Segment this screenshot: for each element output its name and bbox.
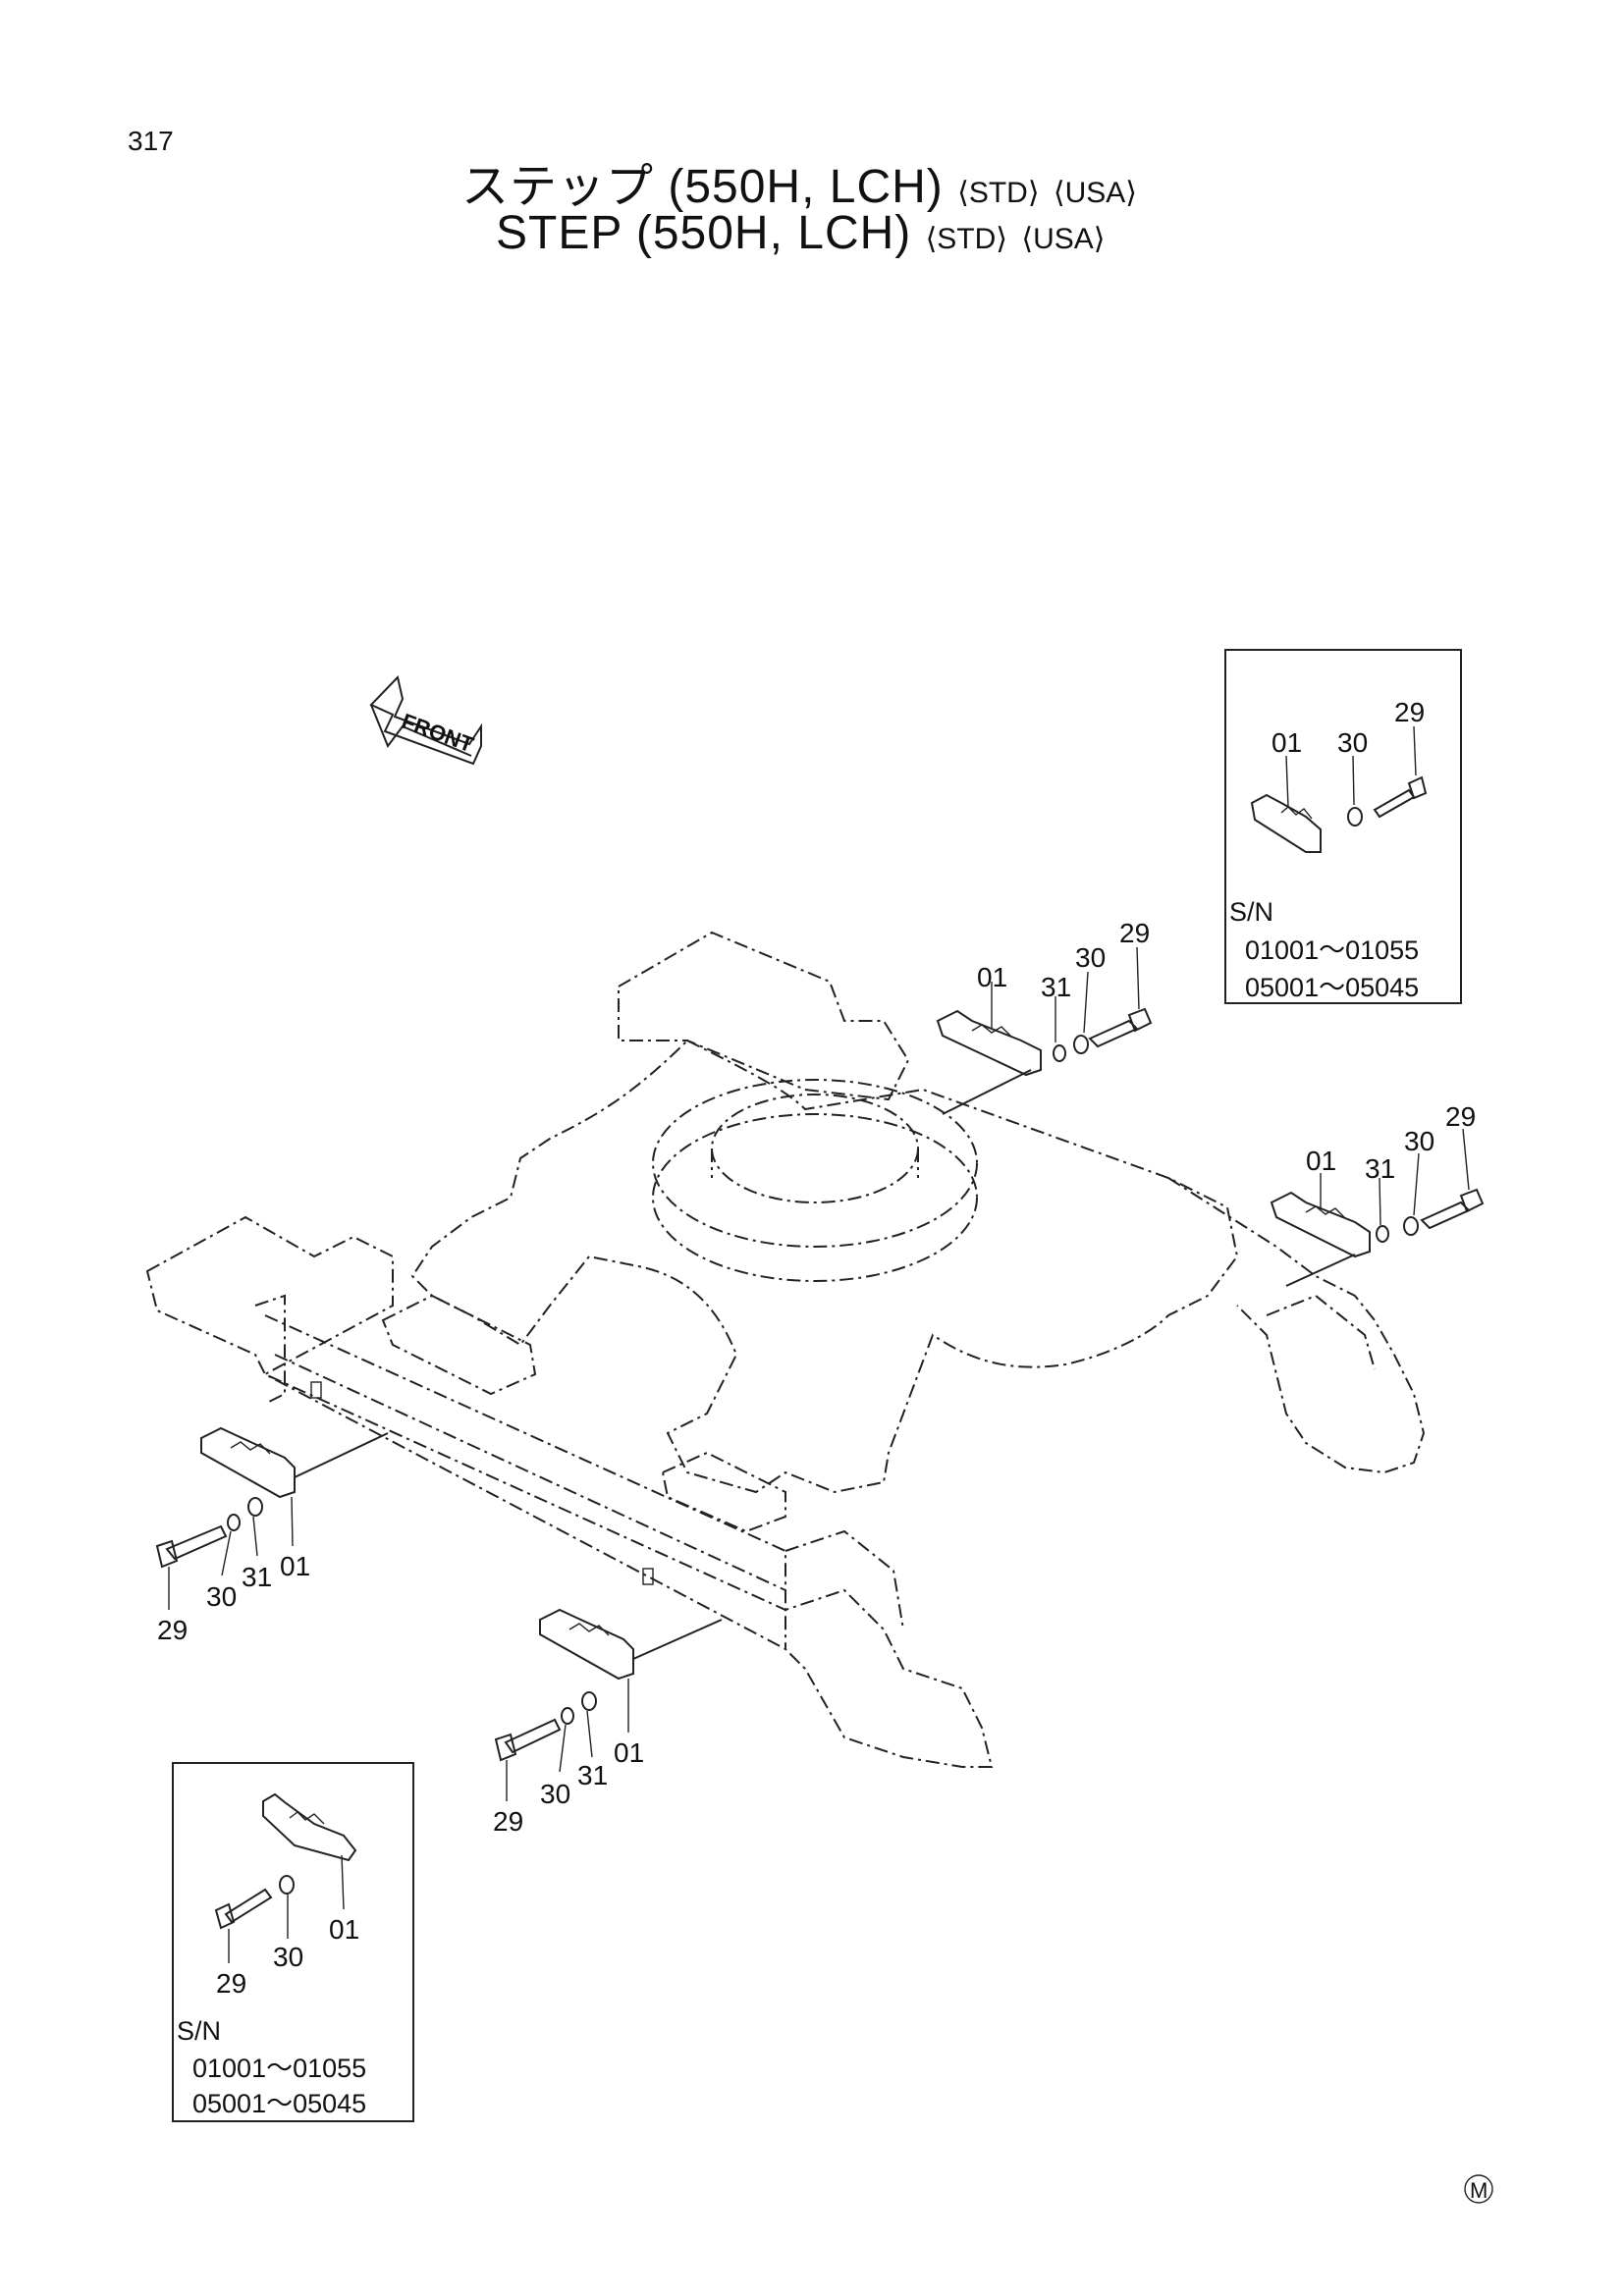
callout-front-left-31: 31	[242, 1562, 272, 1592]
inset-bottom-callout-30: 30	[273, 1942, 303, 1972]
callout-rear-right-30: 30	[1404, 1126, 1434, 1156]
title-japanese: ステップ (550H, LCH) ⟨STD⟩ ⟨USA⟩	[461, 147, 1137, 216]
inset-box-top: 01 30 29 S/N 01001～01055 05001～05045	[1224, 649, 1462, 1004]
title-english-main: STEP (550H, LCH)	[496, 207, 912, 259]
inset-top-sn-label: S/N	[1229, 897, 1273, 927]
inset-bottom-callout-01: 01	[329, 1914, 359, 1945]
step-assembly-front-left: 29 30 31 01	[155, 1426, 389, 1645]
inset-top-callout-29: 29	[1394, 697, 1425, 727]
inset-top-sn-range-1: 01001～01055	[1245, 935, 1419, 965]
inset-bottom-callout-29: 29	[216, 1968, 246, 1999]
callout-front-left-29: 29	[157, 1615, 188, 1645]
title-english: STEP (550H, LCH) ⟨STD⟩ ⟨USA⟩	[496, 206, 1105, 260]
title-japanese-main: ステップ (550H, LCH)	[461, 161, 944, 213]
inset-bottom-sn-range-1: 01001～01055	[192, 2054, 366, 2083]
track-frame-outline	[145, 931, 1426, 1768]
inset-box-bottom: 29 30 01 S/N 01001～01055 05001～05045	[172, 1762, 414, 2122]
title-japanese-tag-usa: ⟨USA⟩	[1053, 177, 1137, 209]
callout-rear-upper-30: 30	[1075, 942, 1106, 973]
callout-rear-right-29: 29	[1445, 1101, 1476, 1132]
inset-bottom-sn-range-2: 05001～05045	[192, 2089, 366, 2118]
title-english-tag-usa: ⟨USA⟩	[1021, 223, 1106, 255]
callout-front-middle-29: 29	[493, 1806, 523, 1837]
callout-rear-right-31: 31	[1365, 1153, 1395, 1184]
circled-m-mark: M	[1464, 2174, 1493, 2204]
page-number: 317	[128, 126, 174, 156]
step-assembly-rear-right: 01 31 30 29	[1270, 1101, 1485, 1287]
title-english-tag-std: ⟨STD⟩	[925, 223, 1008, 255]
inset-top-callout-01: 01	[1271, 727, 1302, 758]
callout-rear-upper-31: 31	[1041, 972, 1071, 1002]
mark-letter: M	[1470, 2178, 1488, 2203]
inset-top-sn-range-2: 05001～05045	[1245, 973, 1419, 1002]
inset-top-callout-30: 30	[1337, 727, 1368, 758]
callout-front-middle-31: 31	[577, 1760, 608, 1790]
callout-front-middle-30: 30	[540, 1779, 570, 1809]
callout-rear-upper-01: 01	[977, 962, 1007, 992]
callout-front-left-01: 01	[280, 1551, 310, 1581]
step-assembly-front-middle: 29 30 31 01	[493, 1608, 723, 1837]
callout-front-middle-01: 01	[614, 1737, 644, 1768]
callout-rear-right-01: 01	[1306, 1146, 1336, 1176]
inset-bottom-sn-label: S/N	[177, 2016, 221, 2046]
step-assembly-rear-upper: 01 31 30 29	[936, 918, 1153, 1115]
callout-front-left-30: 30	[206, 1581, 237, 1612]
title-japanese-tag-std: ⟨STD⟩	[957, 177, 1040, 209]
front-arrow-icon: FRONT	[369, 674, 482, 766]
callout-rear-upper-29: 29	[1119, 918, 1150, 948]
